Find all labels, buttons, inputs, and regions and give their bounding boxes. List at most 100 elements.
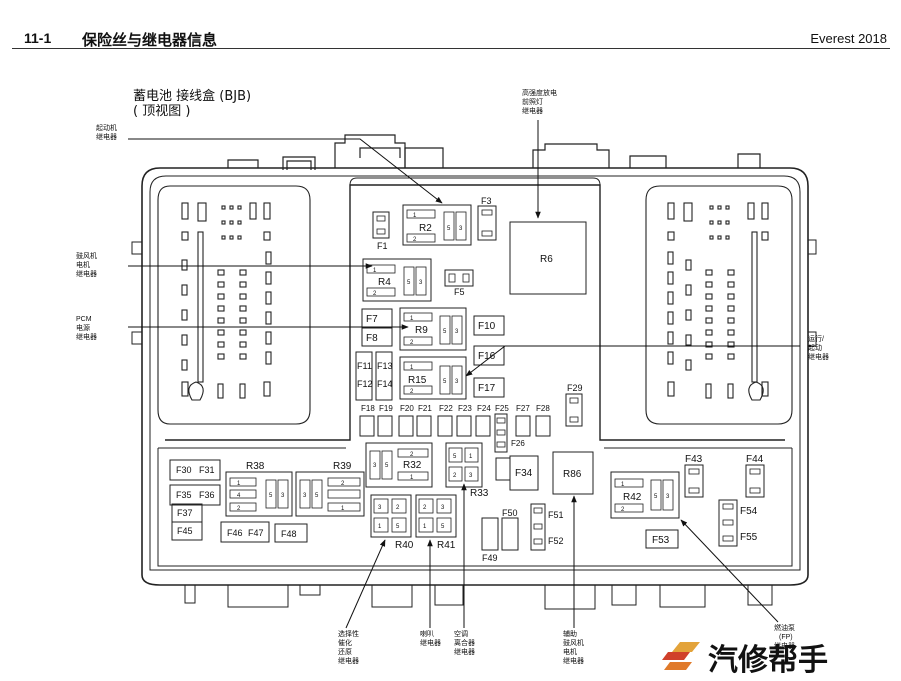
svg-text:2: 2	[423, 505, 427, 511]
relay-r15: 1 2 5 3 R15	[399, 356, 467, 400]
watermark-text: 汽修帮手	[708, 643, 828, 678]
svg-text:继电器: 继电器	[563, 656, 584, 665]
fuse-label-f5: F5	[454, 287, 465, 297]
fuse-label-f25: F25	[495, 404, 509, 413]
svg-text:5: 5	[441, 524, 445, 530]
svg-text:2: 2	[396, 505, 400, 511]
callout-fuel-pump-relay: 燃油泵 (FP) 继电器	[774, 623, 795, 650]
fuse-label-f52: F52	[548, 536, 564, 546]
svg-text:4: 4	[237, 493, 241, 499]
relay-label-r6: R6	[540, 254, 553, 265]
svg-text:继电器: 继电器	[420, 638, 441, 647]
top-tabs	[227, 134, 761, 170]
callout-horn-relay: 喇叭 继电器	[420, 629, 441, 647]
fuse-label-f29: F29	[567, 383, 583, 393]
svg-text:3: 3	[373, 463, 377, 469]
fuse-label-f22: F22	[439, 404, 453, 413]
svg-text:5: 5	[654, 494, 658, 500]
svg-text:5: 5	[396, 524, 400, 530]
svg-text:离合器: 离合器	[454, 638, 475, 647]
fuse-label-f13: F13	[377, 361, 393, 371]
section-number: 11-1	[24, 30, 52, 46]
fuse-label-f48: F48	[281, 529, 297, 539]
svg-text:催化: 催化	[338, 638, 352, 647]
svg-text:2: 2	[410, 340, 414, 346]
leader-lines	[128, 120, 800, 629]
fuse-label-f44: F44	[746, 454, 764, 465]
svg-text:起动机: 起动机	[96, 123, 117, 132]
svg-text:鼓风机: 鼓风机	[76, 251, 97, 260]
svg-text:2: 2	[410, 389, 414, 395]
fuse-label-f35: F35	[176, 490, 192, 500]
relay-r86: R86	[552, 451, 594, 495]
fuse-label-f53: F53	[652, 535, 670, 546]
svg-text:1: 1	[341, 506, 345, 512]
svg-text:继电器: 继电器	[76, 269, 97, 278]
lower-mid-fuses	[481, 455, 546, 551]
relay-label-r2: R2	[419, 223, 432, 234]
relay-label-r41: R41	[437, 540, 456, 551]
svg-text:1: 1	[410, 365, 414, 371]
fuse-label-f11: F11	[357, 361, 372, 371]
fuse-label-f51: F51	[548, 510, 564, 520]
svg-text:2: 2	[621, 507, 625, 513]
fuse-label-f14: F14	[377, 379, 393, 389]
relay-label-r15: R15	[408, 375, 427, 386]
fuse-label-f27: F27	[516, 404, 530, 413]
svg-text:5: 5	[443, 329, 447, 335]
svg-text:选择性: 选择性	[338, 629, 359, 638]
box-title: 蓄电池 接线盒 (BJB)	[133, 88, 251, 104]
fuse-label-f47: F47	[248, 528, 264, 538]
watermark-logo: 汽修帮手	[662, 642, 828, 678]
svg-text:1: 1	[423, 524, 427, 530]
svg-text:电机: 电机	[563, 647, 577, 656]
fuse-label-f26: F26	[511, 439, 525, 448]
relay-r32: 3 5 2 1 R32	[365, 442, 433, 488]
fuse-label-f12: F12	[357, 379, 373, 389]
callout-ac-clutch-relay: 空调 离合器 继电器	[454, 629, 475, 656]
svg-text:3: 3	[419, 280, 423, 286]
svg-text:PCM: PCM	[76, 316, 92, 323]
svg-text:5: 5	[315, 493, 319, 499]
svg-text:5: 5	[385, 463, 389, 469]
svg-text:3: 3	[459, 226, 463, 232]
svg-text:继电器: 继电器	[522, 106, 543, 115]
box-subtitle: ( 顶视图 )	[133, 104, 190, 119]
svg-text:鼓风机: 鼓风机	[563, 638, 584, 647]
relay-label-r4: R4	[378, 277, 391, 288]
svg-text:2: 2	[453, 473, 457, 479]
svg-text:5: 5	[447, 226, 451, 232]
svg-text:1: 1	[469, 454, 473, 460]
svg-text:5: 5	[407, 280, 411, 286]
callout-catalyst-relay: 选择性 催化 还原 继电器	[338, 629, 359, 665]
relay-r41: 2 3 1 5 R41	[415, 494, 457, 551]
relay-r38: 1 4 2 5 3 R38	[225, 461, 293, 517]
relay-r39: 3 5 2 1 R39	[295, 461, 365, 517]
svg-text:继电器: 继电器	[774, 641, 795, 650]
svg-text:1: 1	[410, 475, 414, 481]
left-connector	[157, 185, 311, 425]
fuse-label-f17: F17	[478, 383, 496, 394]
fuse-label-f10: F10	[478, 321, 496, 332]
relay-label-r39: R39	[333, 461, 352, 472]
fuse-label-f21: F21	[418, 404, 432, 413]
fuse-label-f1: F1	[377, 241, 388, 251]
svg-text:辅助: 辅助	[563, 629, 577, 638]
relay-label-r38: R38	[246, 461, 265, 472]
fuse-label-f55: F55	[740, 532, 758, 543]
svg-text:3: 3	[455, 329, 459, 335]
svg-text:1: 1	[378, 524, 382, 530]
svg-text:1: 1	[410, 316, 414, 322]
svg-text:2: 2	[341, 481, 345, 487]
fuse-label-f54: F54	[740, 506, 758, 517]
svg-text:1: 1	[413, 213, 417, 219]
svg-text:燃油泵: 燃油泵	[774, 623, 795, 632]
section-title: 保险丝与继电器信息	[82, 31, 218, 49]
svg-text:1: 1	[237, 481, 241, 487]
svg-text:运行/: 运行/	[808, 334, 824, 343]
fuse-label-f36: F36	[199, 490, 215, 500]
fuse-label-f49: F49	[482, 553, 498, 563]
fuse-label-f50: F50	[502, 508, 518, 518]
relay-r9: 1 2 5 3 R9	[399, 307, 467, 351]
